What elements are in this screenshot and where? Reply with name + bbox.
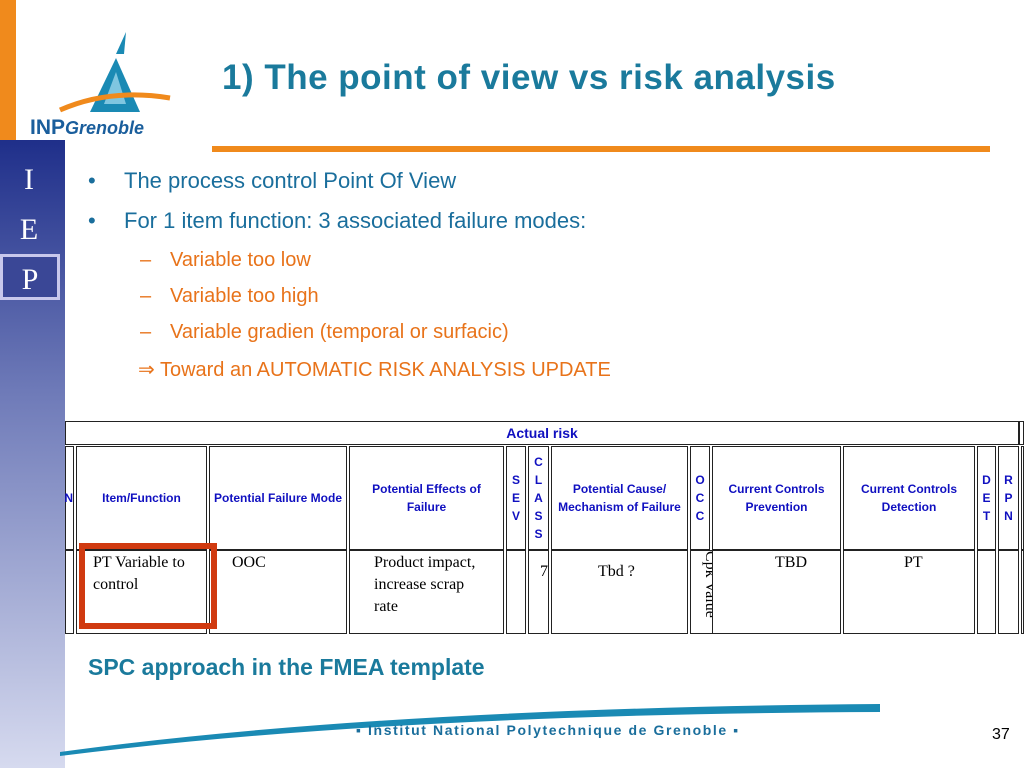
bullet-text: The process control Point Of View (124, 168, 457, 193)
sidebar-letter-i: I (24, 163, 34, 196)
sub-bullet-text: Variable gradien (temporal or surfacic) (170, 321, 509, 343)
fmea-table: Actual risk N Item/Function Potential Fa… (64, 418, 1024, 634)
footer-institution: ▪ Institut National Polytechnique de Gre… (356, 722, 740, 738)
bullet-item: • The process control Point Of View (88, 168, 456, 194)
sidebar-letter-p: P (0, 254, 60, 300)
bullet-dot-icon: • (88, 168, 96, 193)
slide-title: 1) The point of view vs risk analysis (222, 58, 836, 97)
bullet-text: For 1 item function: 3 associated failur… (124, 208, 587, 233)
header-effects: Potential Effects of Failure (349, 446, 504, 550)
cell-effects: Product impact, increase scrap rate (349, 550, 504, 634)
title-underline (212, 146, 990, 152)
actual-risk-banner: Actual risk (65, 421, 1019, 445)
spc-subtitle: SPC approach in the FMEA template (88, 654, 485, 680)
left-sidebar (0, 140, 65, 768)
cell-class: 7 (528, 550, 549, 634)
sidebar-letter-e: E (19, 213, 39, 246)
cell-item-function: PT Variable to control (76, 550, 207, 634)
header-det: D E T (977, 446, 996, 550)
header-cut-column: N (64, 446, 74, 550)
inp-grenoble-logo: INPGrenoble (20, 28, 180, 140)
header-failure-mode: Potential Failure Mode (209, 446, 347, 550)
header-cause: Potential Cause/ Mechanism of Failure (551, 446, 688, 550)
triangle-logo-icon (58, 32, 171, 113)
header-detection: Current Controls Detection (843, 446, 975, 550)
dash-icon: – (140, 285, 152, 307)
logo-inp: INP (30, 116, 66, 139)
cell-prevention: TBD (712, 550, 841, 634)
header-occ: O C C (690, 446, 710, 550)
dash-icon: – (140, 321, 152, 343)
bullet-dot-icon: • (88, 208, 96, 233)
sub-bullet-item: – Variable too low (140, 249, 311, 272)
sub-bullet-item: – Variable gradien (temporal or surfacic… (140, 321, 509, 344)
footer-swoosh-icon (60, 704, 880, 756)
header-rpn: R P N (998, 446, 1019, 550)
cell-cause: Tbd ? (551, 550, 688, 634)
orange-strip (0, 0, 16, 140)
header-prevention: Current Controls Prevention (712, 446, 841, 550)
sub-bullet-item: – Variable too high (140, 285, 319, 308)
header-class: C L A S S (528, 446, 549, 550)
cell-failure-mode: OOC (209, 550, 347, 634)
page-number: 37 (992, 726, 1010, 743)
logo-grenoble: Grenoble (65, 118, 145, 138)
header-sev: S E V (506, 446, 526, 550)
dash-icon: – (140, 249, 152, 271)
header-item-function: Item/Function (76, 446, 207, 550)
highlight-box (79, 543, 217, 629)
toward-line: ⇒ Toward an AUTOMATIC RISK ANALYSIS UPDA… (138, 359, 611, 381)
sub-bullet-text: Variable too high (170, 285, 319, 307)
sub-bullet-text: Variable too low (170, 249, 311, 271)
cell-detection: PT (843, 550, 975, 634)
bullet-item: • For 1 item function: 3 associated fail… (88, 208, 586, 234)
